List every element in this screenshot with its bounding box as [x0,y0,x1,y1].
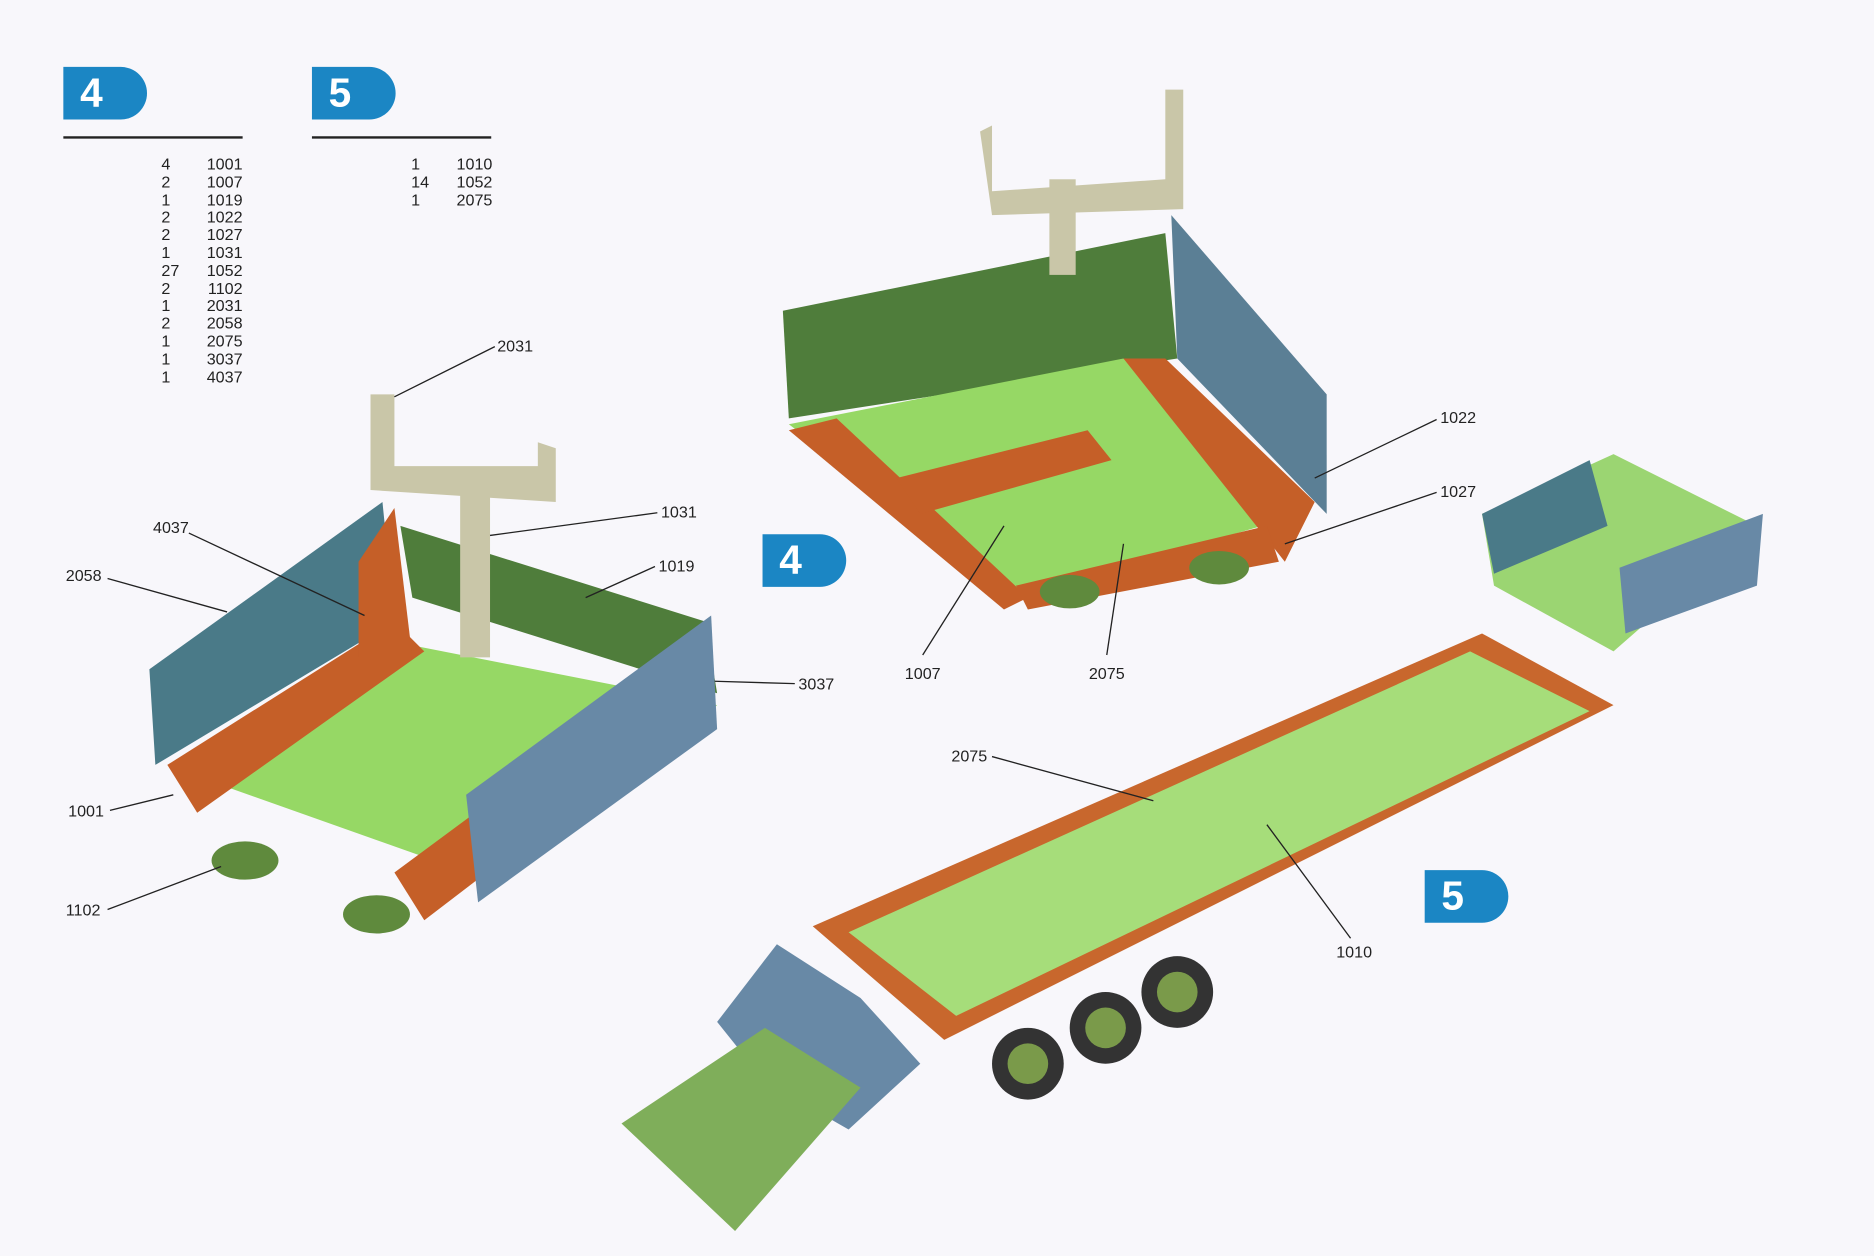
model-5-trailer-illustration [621,454,1763,1232]
part-quantity: 1 [161,332,171,351]
callout-1031: 1031 [661,504,697,522]
part-number: 1010 [456,155,493,174]
model-5-badge: 5 [311,66,396,120]
parts-list-row: 2 1027 [161,226,243,245]
part-number: 3037 [206,349,243,368]
part-number: 1052 [456,173,493,191]
part-quantity: 2 [161,279,171,298]
callout-2075: 2075 [1089,665,1125,683]
callout-1019: 1019 [659,557,695,575]
parts-list-row: 1 1031 [161,243,243,263]
callout-3037: 3037 [798,676,834,694]
parts-list-row: 27 1052 [161,261,243,281]
part-number: 1102 [207,279,243,298]
model-4-badge: 4 [63,66,148,120]
part-number: 4037 [206,367,243,386]
callout-2075: 2075 [951,747,987,765]
model-5-parts-list: 1 1010 14 1052 1 2075 [411,155,493,210]
callout-2031: 2031 [497,337,533,355]
part-number: 1001 [206,155,243,174]
parts-list-row: 1 4037 [161,367,243,387]
part-number: 1007 [206,173,243,191]
callout-4037: 4037 [153,519,189,537]
part-quantity: 14 [411,173,430,191]
parts-list-row: 1 2031 [161,296,243,316]
callout-1027: 1027 [1440,483,1476,501]
callout-1010: 1010 [1336,943,1372,961]
part-quantity: 1 [411,155,421,174]
part-quantity: 2 [161,314,171,333]
part-quantity: 1 [161,243,171,262]
part-number: 1022 [206,208,243,227]
parts-list-row: 2 2058 [161,314,243,334]
part-quantity: 2 [161,208,171,227]
part-number: 2031 [206,296,243,315]
part-number: 1052 [206,261,243,280]
parts-list-row: 4 1001 [161,155,243,175]
divider [63,136,243,139]
parts-list-row: 1 2075 [161,332,243,351]
model-4-assembled-illustration [149,394,718,934]
divider [311,136,492,139]
part-quantity: 1 [161,190,171,209]
part-number: 1031 [206,243,243,262]
parts-list-row: 2 1102 [161,279,243,298]
callout-2058: 2058 [66,567,102,585]
part-quantity: 1 [411,190,421,209]
part-quantity: 2 [161,226,171,245]
parts-list-row: 2 1022 [161,208,243,228]
part-quantity: 1 [161,296,171,315]
parts-list-row: 1 1019 [161,190,243,210]
part-number: 1027 [206,226,243,245]
model-4-underside-illustration [782,89,1327,610]
part-quantity: 27 [161,261,180,280]
part-number: 2058 [206,314,243,333]
part-number: 2075 [456,190,493,209]
callout-1001: 1001 [68,802,104,820]
parts-list-row: 1 3037 [161,349,243,369]
part-quantity: 2 [161,173,171,191]
parts-list-row: 1 1010 [411,155,493,175]
part-quantity: 1 [161,349,171,368]
parts-list-row: 14 1052 [411,173,493,192]
callout-1022: 1022 [1440,409,1476,427]
model-4-illustration-badge: 4 [762,534,847,587]
model-4-parts-list: 4 1001 2 1007 1 1019 2 1022 2 1027 1 1031 27 1052 2 110… [161,155,243,387]
part-number: 1019 [206,190,243,209]
callout-1007: 1007 [905,665,941,683]
parts-list-row: 2 1007 [161,173,243,192]
parts-list-row: 1 2075 [411,190,493,210]
part-quantity: 1 [161,367,171,386]
part-quantity: 4 [161,155,171,174]
callout-1102: 1102 [66,902,101,920]
part-number: 2075 [206,332,243,351]
model-5-illustration-badge: 5 [1424,870,1509,923]
